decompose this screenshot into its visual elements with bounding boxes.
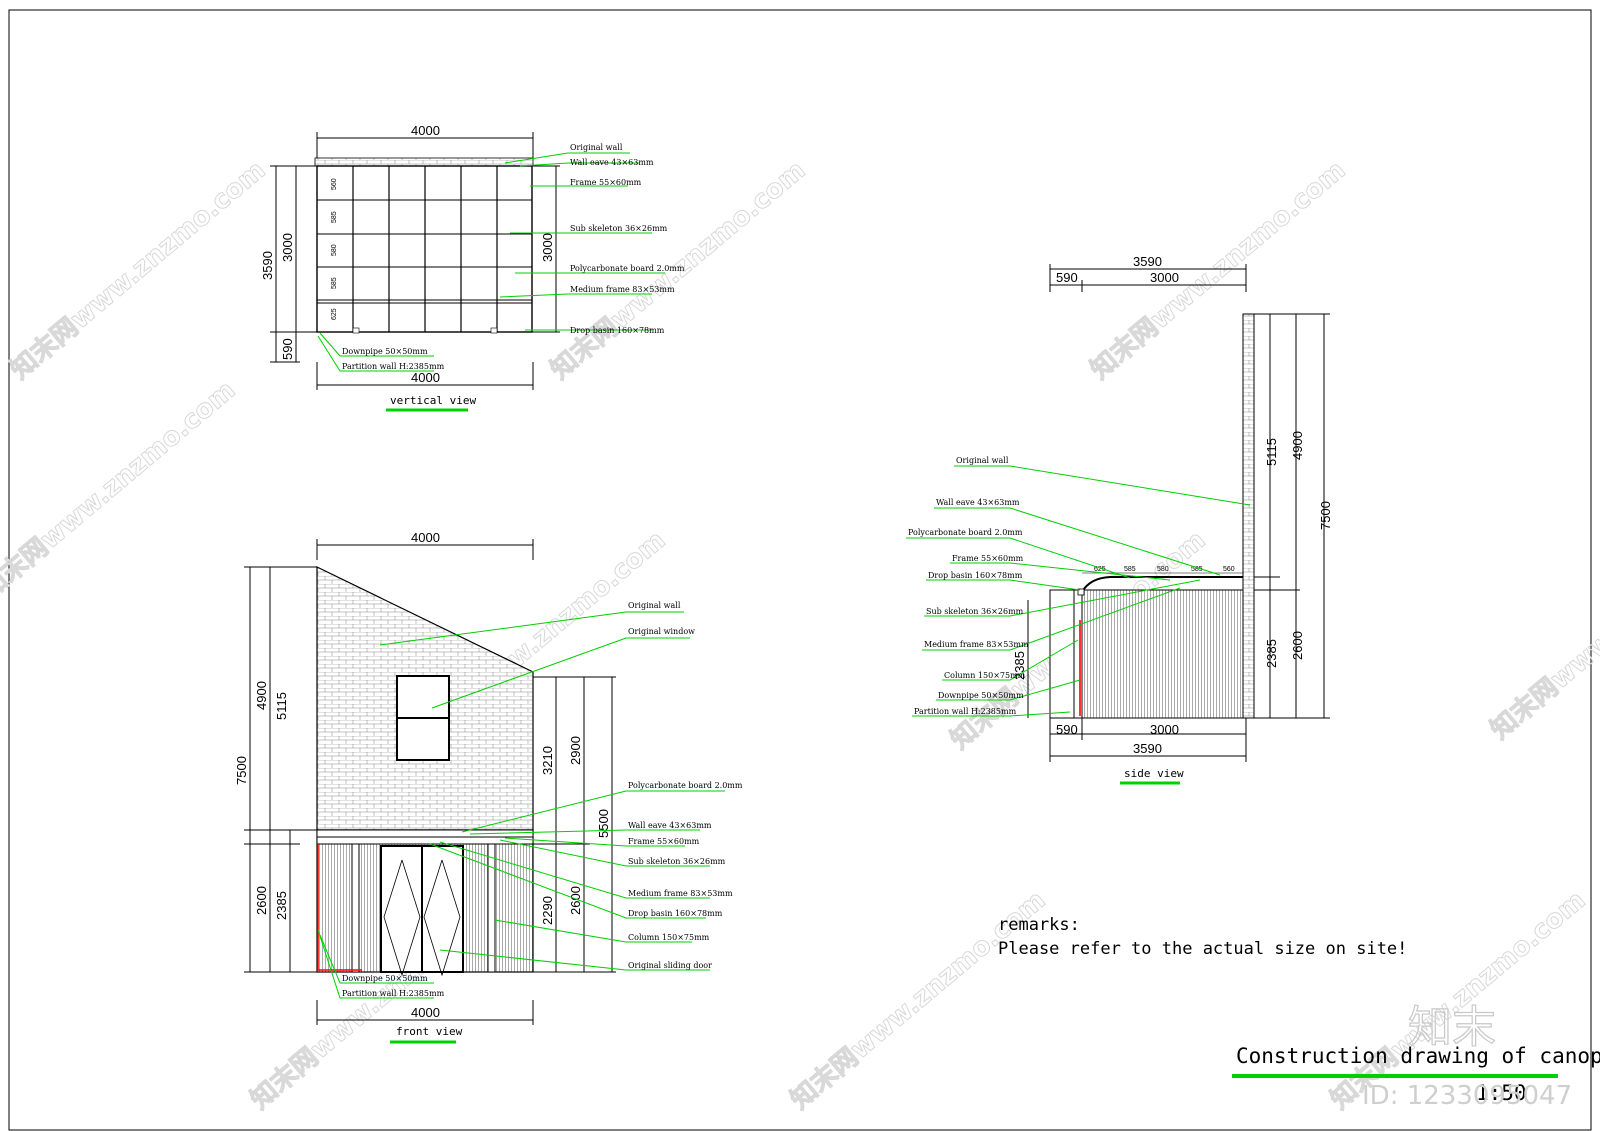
remarks-heading: remarks: [998, 915, 1080, 935]
title-block: Construction drawing of canopy 1:50 知末 I… [1232, 1001, 1600, 1111]
vv-dim-top: 4000 [411, 123, 440, 138]
sv-dim-bottom-b: 3000 [1150, 722, 1179, 737]
fv-dim-left: 4900 [254, 681, 269, 710]
fv-label: Original sliding door [628, 961, 712, 970]
fv-label: Sub skeleton 36×26mm [628, 857, 726, 866]
sv-spacing: 585 [1124, 566, 1136, 573]
vv-dim-bottom: 4000 [411, 370, 440, 385]
vv-label-wall-eave: Wall eave 43×63mm [570, 158, 654, 167]
fv-dim-right: 2900 [568, 736, 583, 765]
vv-spacing: 580 [331, 244, 338, 256]
fv-label: Original window [628, 627, 695, 636]
watermark-text: 知末网www.znzmo.com [0, 375, 241, 605]
fv-label: Column 150×75mm [628, 933, 710, 942]
sv-label: Polycarbonate board 2.0mm [908, 528, 1023, 537]
vv-label-medium-frame: Medium frame 83×53mm [570, 285, 675, 294]
fv-dim-left: 7500 [234, 756, 249, 785]
sv-caption: side view [1124, 767, 1184, 780]
vv-dim-right: 3000 [540, 233, 555, 262]
watermark-layer: 知末网www.znzmo.com 知末网www.znzmo.com 知末网www… [0, 155, 1600, 1116]
vv-label-drop-basin: Drop basin 160×78mm [570, 326, 665, 335]
drawing-scale: 1:50 [1476, 1081, 1527, 1105]
sv-label: Wall eave 43×63mm [936, 498, 1020, 507]
sv-spacing: 560 [1223, 566, 1235, 573]
side-view: 3590 590 3000 625 585 580 585 560 5115 [906, 254, 1333, 785]
watermark-text: 知末网www.znzmo.com [1485, 515, 1600, 745]
vv-spacing: 625 [331, 308, 338, 320]
fv-dim-right: 3210 [540, 746, 555, 775]
sv-dim-top-b: 3000 [1150, 270, 1179, 285]
vv-spacing: 560 [331, 178, 338, 190]
sv-label: Medium frame 83×53mm [924, 640, 1029, 649]
fv-dim-left: 5115 [274, 692, 289, 720]
watermark-logo: 知末 [1408, 1002, 1496, 1053]
fv-dim-top: 4000 [411, 530, 440, 545]
vv-caption: vertical view [390, 394, 476, 407]
sv-label: Column 150×75mm [944, 671, 1026, 680]
vv-spacing: 585 [331, 277, 338, 289]
fv-dim-left: 2385 [274, 891, 289, 920]
sv-label: Partition wall H:2385mm [914, 707, 1017, 716]
sv-dim-top-total: 3590 [1133, 254, 1162, 269]
sv-spacing: 585 [1191, 566, 1203, 573]
fv-label: Polycarbonate board 2.0mm [628, 781, 743, 790]
front-view: 4000 7500 4900 5115 260 [234, 530, 743, 1044]
vertical-view: 4000 560 585 580 585 625 [260, 123, 685, 412]
sv-dim-right: 4900 [1290, 431, 1305, 460]
sv-dim-top-a: 590 [1056, 270, 1078, 285]
fv-dim-right: 5500 [596, 809, 611, 838]
vv-label-sub-skeleton: Sub skeleton 36×26mm [570, 224, 668, 233]
sv-dim-right: 2385 [1264, 639, 1279, 668]
fv-dim-left: 2600 [254, 886, 269, 915]
sv-label: Sub skeleton 36×26mm [926, 607, 1024, 616]
vv-dim-left-inner: 3000 [280, 233, 295, 262]
sv-label: Downpipe 50×50mm [938, 691, 1024, 700]
watermark-id: ID: 1233095047 [1362, 1081, 1572, 1111]
fv-label: Wall eave 43×63mm [628, 821, 712, 830]
vv-spacing: 585 [331, 211, 338, 223]
watermark-text: 知末网www.znzmo.com [1085, 155, 1351, 385]
fv-caption: front view [396, 1025, 463, 1038]
fv-label: Drop basin 160×78mm [628, 909, 723, 918]
vv-label-frame: Frame 55×60mm [570, 178, 642, 187]
sv-label: Frame 55×60mm [952, 554, 1024, 563]
remarks-text: Please refer to the actual size on site! [998, 939, 1407, 959]
sv-spacing: 580 [1157, 566, 1169, 573]
sv-dim-right: 7500 [1318, 501, 1333, 530]
watermark-text: 知末网www.znzmo.com [5, 155, 271, 385]
sv-dim-right: 2600 [1290, 631, 1305, 660]
fv-label: Partition wall H:2385mm [342, 989, 445, 998]
fv-dim-right: 2600 [568, 886, 583, 915]
vv-dim-left-low: 590 [280, 338, 295, 360]
fv-label: Frame 55×60mm [628, 837, 700, 846]
vv-dim-left-outer: 3590 [260, 251, 275, 280]
sv-dim-bottom-a: 590 [1056, 722, 1078, 737]
fv-dim-bottom: 4000 [411, 1005, 440, 1020]
sv-dim-bottom-total: 3590 [1133, 741, 1162, 756]
sv-original-wall [1242, 313, 1255, 719]
fv-label: Original wall [628, 601, 681, 610]
sv-label: Drop basin 160×78mm [928, 571, 1023, 580]
sv-spacing: 625 [1094, 566, 1106, 573]
fv-label: Downpipe 50×50mm [342, 974, 428, 983]
vv-label-partition: Partition wall H:2385mm [342, 362, 445, 371]
drawing-title: Construction drawing of canopy [1236, 1044, 1600, 1068]
fv-label: Medium frame 83×53mm [628, 889, 733, 898]
vv-label-polycarbonate: Polycarbonate board 2.0mm [570, 264, 685, 273]
vv-label-downpipe: Downpipe 50×50mm [342, 347, 428, 356]
remarks: remarks: Please refer to the actual size… [998, 915, 1407, 959]
fv-dim-right: 2290 [540, 896, 555, 925]
vv-label-original-wall: Original wall [570, 143, 623, 152]
sheet-border [8, 9, 1592, 1131]
sv-label: Original wall [956, 456, 1009, 465]
sv-dim-right: 5115 [1264, 438, 1279, 466]
